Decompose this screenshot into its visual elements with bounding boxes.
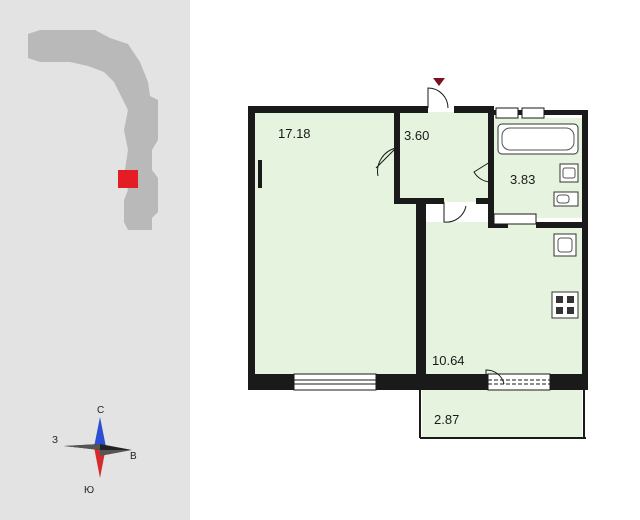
hall-area: 3.60	[404, 128, 429, 143]
entrance-marker	[433, 78, 445, 86]
compass: С З В Ю	[52, 405, 137, 496]
toilet-icon	[553, 191, 579, 207]
building-footprint	[28, 30, 158, 230]
compass-north-arrow	[94, 417, 106, 450]
compass-north-label: С	[97, 405, 104, 416]
walls	[248, 106, 588, 390]
balcony-floor	[422, 388, 582, 438]
compass-west-label: З	[52, 435, 58, 446]
kitchen-sink-icon	[553, 233, 577, 257]
balcony-area: 2.87	[434, 412, 459, 427]
windows	[293, 107, 551, 391]
hall-floor	[398, 112, 490, 202]
location-panel	[0, 0, 190, 520]
bathtub-icon	[497, 123, 579, 155]
living-room-floor	[254, 112, 416, 378]
kitchen-area: 10.64	[432, 353, 465, 368]
living-room-area: 17.18	[278, 126, 311, 141]
doors	[375, 87, 505, 385]
bathroom-area: 3.83	[510, 172, 535, 187]
sink-icon	[559, 163, 579, 183]
compass-east-label: В	[130, 451, 137, 462]
balcony	[419, 390, 586, 439]
stove-icon	[551, 291, 579, 319]
apartment-highlight	[118, 170, 138, 188]
compass-south-label: Ю	[84, 485, 94, 496]
